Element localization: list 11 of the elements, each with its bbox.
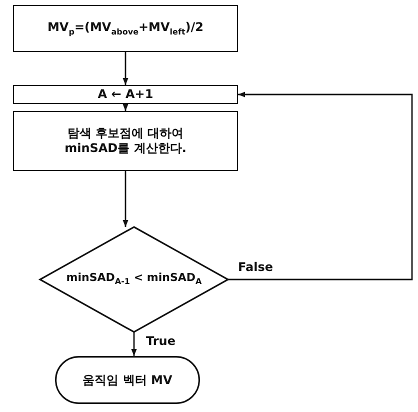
edge-label: True bbox=[144, 334, 178, 348]
arrow bbox=[131, 332, 137, 356]
arrow bbox=[122, 104, 128, 111]
decision-diamond: minSAD$_{A-1}$ < minSAD$_{A}$ bbox=[40, 227, 228, 332]
edge-label: False bbox=[236, 260, 275, 274]
process-box: MV$_{p}$=(MV$_{above}$+MV$_{left}$)/2 bbox=[13, 5, 238, 52]
arrow bbox=[122, 171, 128, 227]
arrow bbox=[228, 92, 413, 280]
process-box: A ← A+1 bbox=[13, 85, 238, 104]
arrow bbox=[122, 52, 128, 85]
process-box: 탐색 후보점에 대하여 minSAD를 계산한다. bbox=[13, 111, 238, 171]
